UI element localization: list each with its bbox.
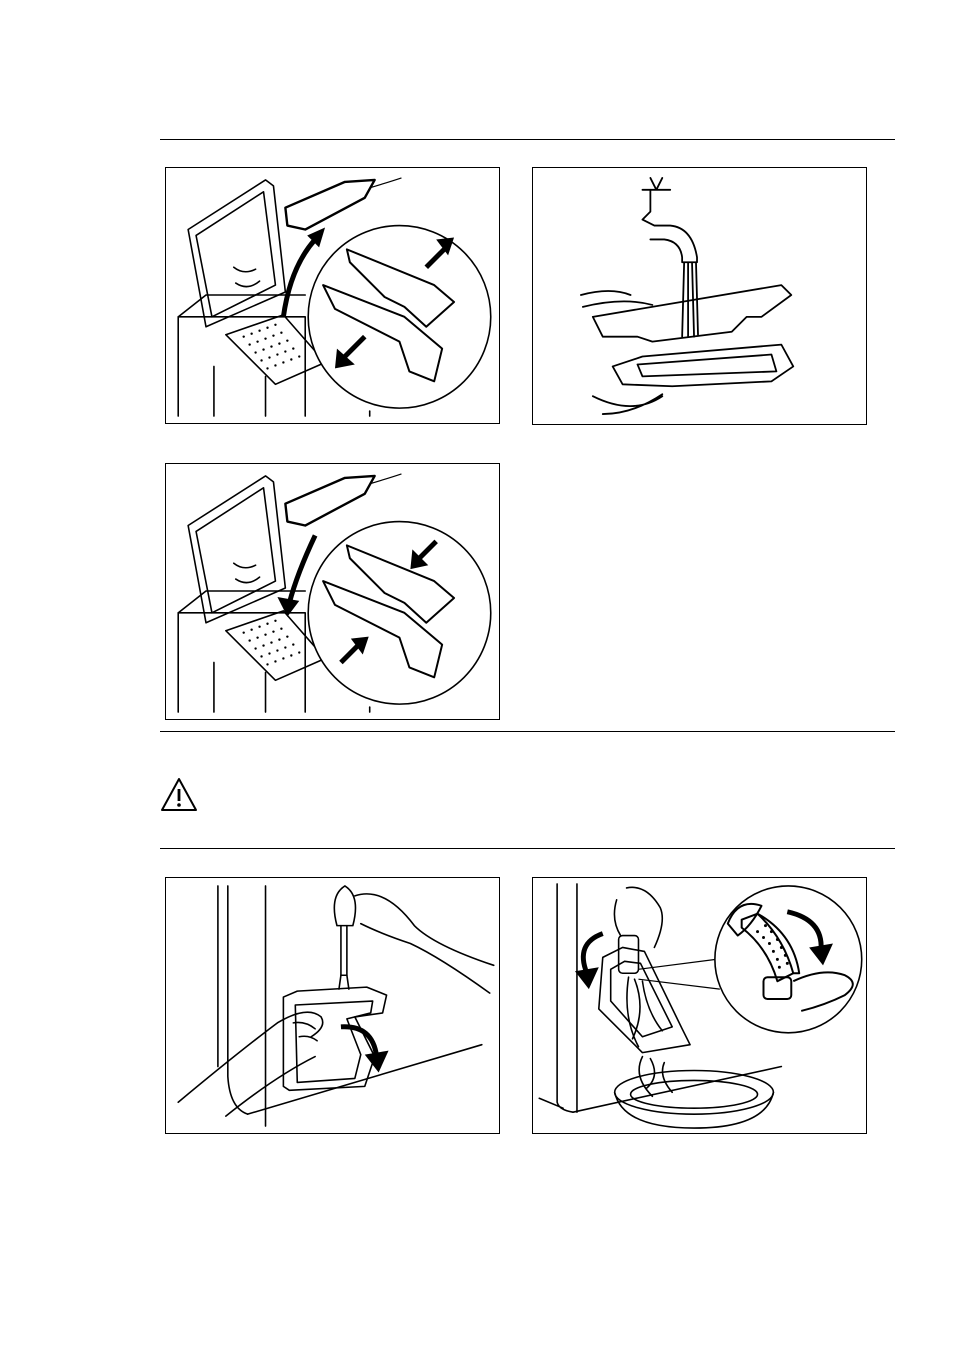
curved-arrow-icon bbox=[583, 934, 602, 974]
rinse-under-tap-illustration bbox=[533, 168, 866, 424]
curved-arrow-icon bbox=[341, 1027, 377, 1057]
water-tap-icon bbox=[642, 178, 670, 190]
figure-open-pump-flap bbox=[165, 877, 500, 1134]
washing-machine-open-lid-illustration bbox=[166, 168, 499, 423]
figure-remove-dispenser bbox=[165, 167, 500, 424]
warning-triangle-icon bbox=[159, 776, 199, 814]
zoom-circle bbox=[308, 226, 491, 409]
section-divider-lower bbox=[160, 848, 895, 849]
tray-holes bbox=[243, 324, 301, 370]
pump-filter-illustration bbox=[533, 878, 866, 1133]
section-divider-top bbox=[160, 139, 895, 140]
figure-refit-dispenser bbox=[165, 463, 500, 720]
figure-unscrew-pump-filter bbox=[532, 877, 867, 1134]
section-divider-middle bbox=[160, 731, 895, 732]
refit-dispenser-illustration bbox=[166, 464, 499, 719]
figure-rinse-dispenser bbox=[532, 167, 867, 425]
open-flap-illustration bbox=[166, 878, 499, 1133]
